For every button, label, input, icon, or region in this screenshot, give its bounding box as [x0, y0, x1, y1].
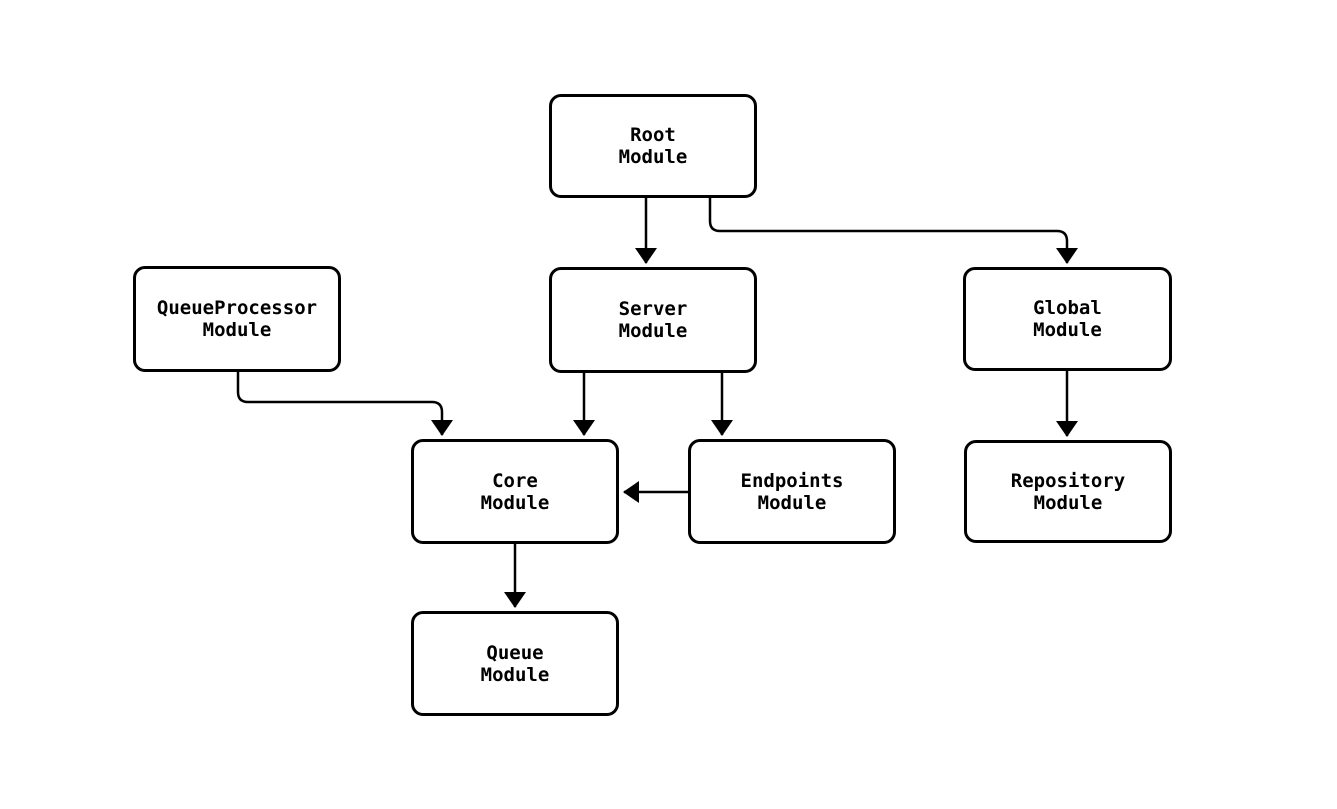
node-label-line: Core [492, 469, 538, 492]
node-label-line: Module [202, 319, 272, 341]
node-label-line: Endpoints [740, 469, 844, 492]
edge-root-to-global [708, 198, 1078, 264]
node-label-line: Module [757, 491, 827, 514]
node-label-line: Module [480, 491, 550, 514]
node-label-line: QueueProcessor [156, 297, 318, 319]
node-label-line: Server [618, 298, 688, 320]
node-label-line: Global [1033, 297, 1102, 319]
node-label-line: Root [630, 124, 676, 146]
node-label-line: Queue [486, 641, 544, 664]
node-label-line: Repository [1010, 469, 1126, 492]
edge-queueprocessor-to-core [236, 372, 453, 436]
node-label-line: Module [618, 146, 688, 168]
node-label-line: Module [618, 320, 688, 342]
node-label-line: Module [480, 663, 550, 686]
node-label-line: Module [1033, 319, 1102, 341]
node-label-line: Module [1033, 491, 1103, 514]
